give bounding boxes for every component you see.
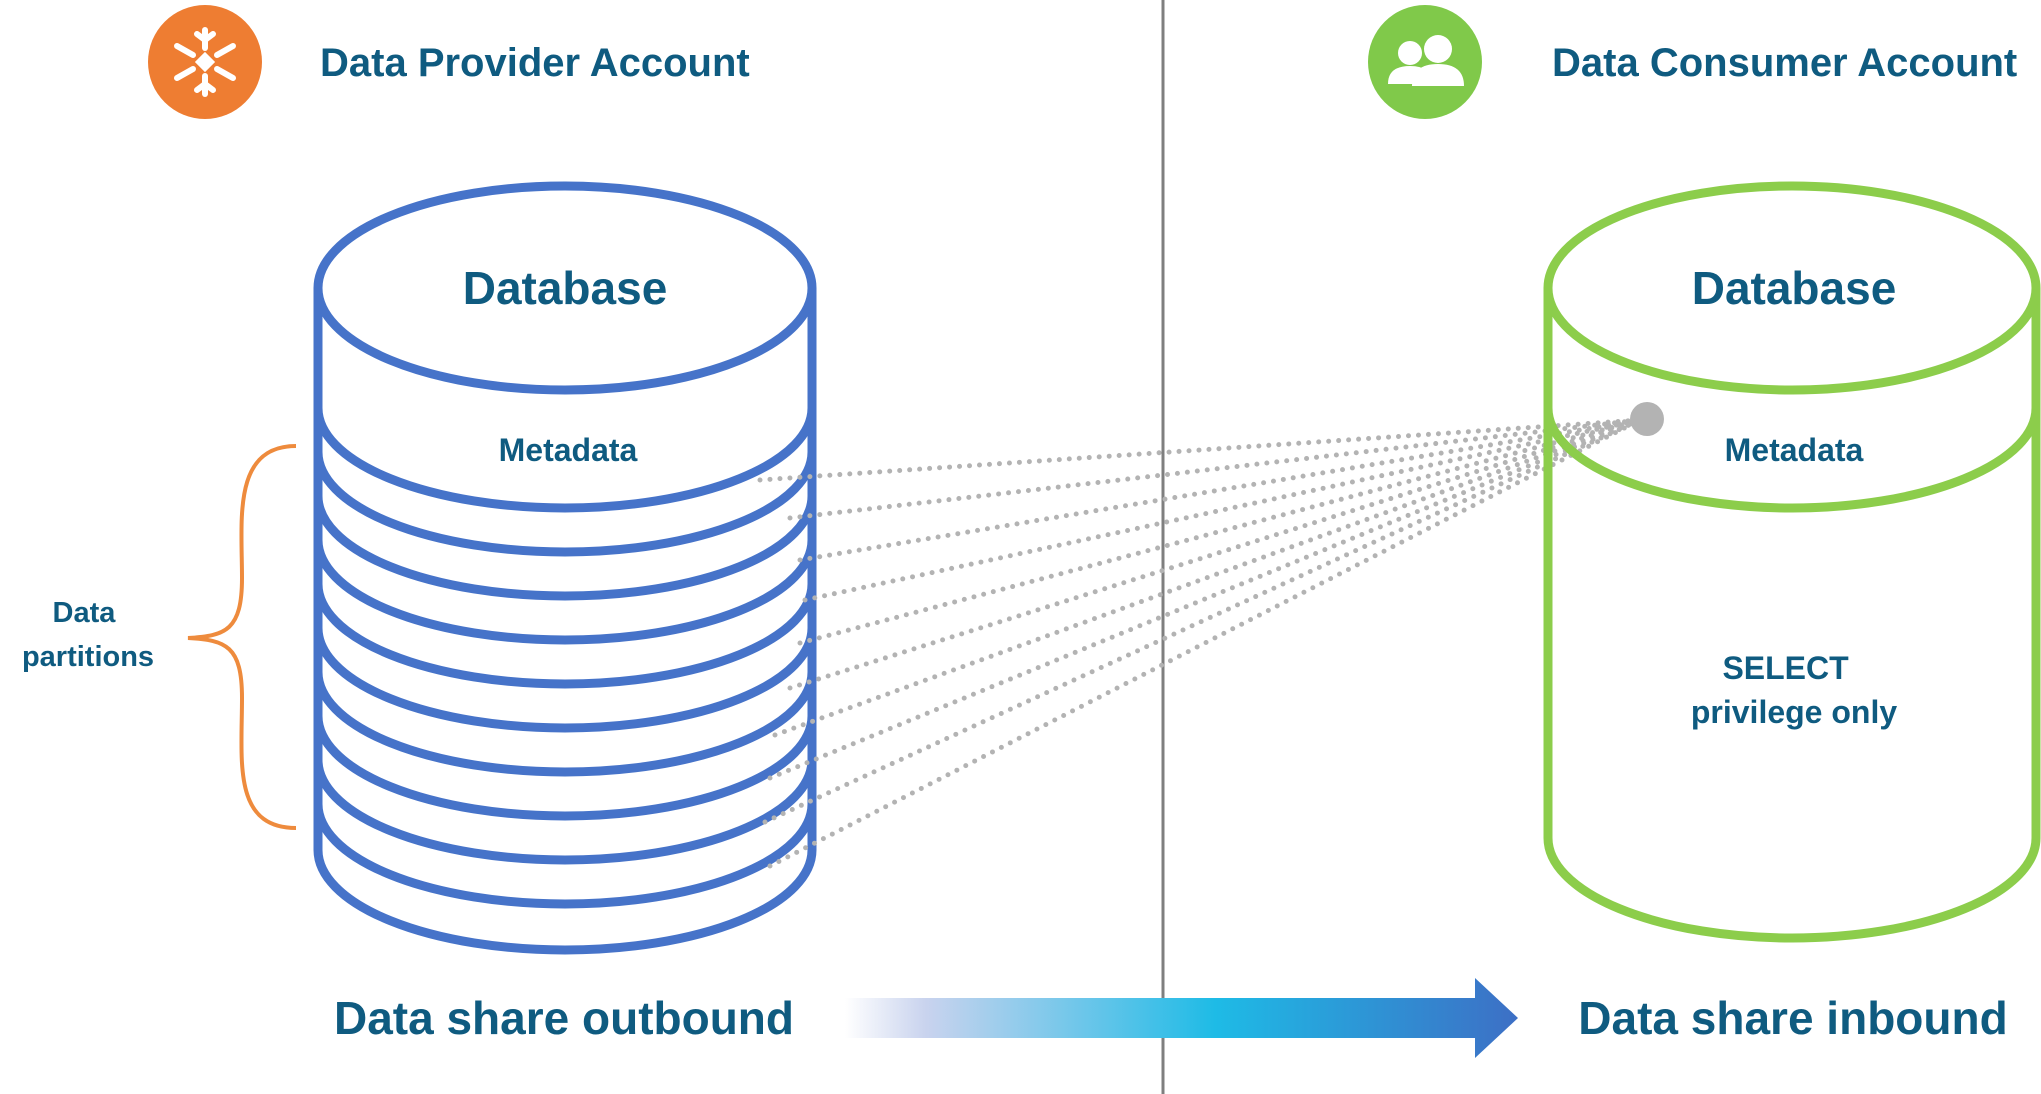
consumer-db-top: [1543, 181, 2041, 395]
share-direction-arrow: [845, 978, 1518, 1058]
share-dotted-line: [757, 417, 1643, 483]
provider-db-top: [313, 181, 817, 395]
snowflake-icon: [174, 27, 236, 97]
consumer-database-label: Database: [1692, 262, 1897, 314]
consumer-db-metadata-ring: [1543, 407, 2041, 513]
share-dotted-line: [802, 417, 1643, 603]
share-dotted-line: [787, 417, 1643, 691]
provider-database: [313, 181, 817, 955]
partition-disk: [313, 671, 817, 777]
provider-footer-label: Data share outbound: [334, 992, 794, 1044]
partition-disk: [313, 627, 817, 733]
partition-disk: [313, 715, 817, 821]
share-dotted-line: [762, 417, 1643, 825]
consumer-db-bottom: [1543, 837, 2041, 943]
share-dotted-line: [767, 417, 1643, 869]
consumer-privilege-label: SELECT privilege only: [1691, 650, 1897, 730]
consumer-metadata-label: Metadata: [1725, 432, 1864, 468]
share-dotted-line: [797, 417, 1643, 563]
partition-disk: [313, 583, 817, 689]
users-icon: [1388, 35, 1464, 86]
provider-account-title: Data Provider Account: [320, 41, 750, 85]
share-dotted-line: [772, 417, 1643, 738]
provider-icon-badge: [148, 5, 262, 119]
partition-disk: [313, 849, 817, 955]
share-dotted-line: [797, 417, 1643, 646]
partition-disk: [313, 539, 817, 645]
partitions-label: Data partitions: [22, 597, 154, 673]
partition-brace: [187, 444, 297, 830]
consumer-database: [1543, 181, 2041, 943]
consumer-share-endpoint: [1630, 402, 1664, 436]
provider-database-label: Database: [463, 262, 668, 314]
share-dotted-line: [767, 417, 1643, 781]
consumer-footer-label: Data share inbound: [1578, 992, 2007, 1044]
consumer-account-title: Data Consumer Account: [1552, 41, 2017, 85]
partition-disk: [313, 451, 817, 557]
share-dotted-line: [787, 417, 1643, 521]
partition-disk: [313, 495, 817, 601]
provider-metadata-label: Metadata: [499, 432, 638, 468]
consumer-icon-badge: [1368, 5, 1482, 119]
provider-metadata-ring: [313, 407, 817, 513]
share-dotted-lines: [757, 417, 1643, 869]
partition-disk: [313, 803, 817, 909]
partition-disk: [313, 759, 817, 865]
